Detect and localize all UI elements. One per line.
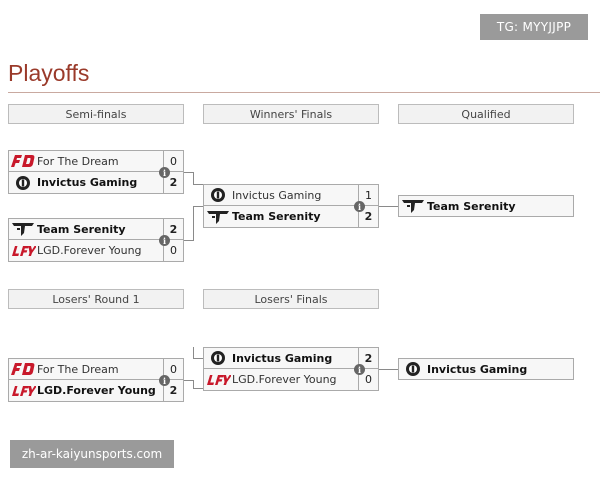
team-name: Invictus Gaming — [427, 362, 528, 376]
team-score: 0 — [358, 369, 378, 390]
team-score: 0 — [163, 359, 183, 379]
team-score: 0 — [163, 151, 183, 171]
match-row-team2[interactable]: Team Serenity 2 — [203, 206, 379, 228]
lgd-logo-icon — [204, 370, 232, 390]
qualified-row[interactable]: Team Serenity — [398, 195, 574, 217]
team-score: 1 — [358, 185, 378, 205]
match-row-team1[interactable]: For The Dream 0 — [8, 358, 184, 380]
match-winners-final[interactable]: Invictus Gaming 1 Team Serenity 2 i — [203, 184, 379, 228]
ts-logo-icon — [204, 207, 232, 227]
team-name: Team Serenity — [232, 210, 321, 223]
lgd-logo-icon — [9, 241, 37, 261]
telegram-watermark: TG: MYYJJPP — [480, 14, 588, 40]
match-losers-round1[interactable]: For The Dream 0 LGD.Forever Young 2 i — [8, 358, 184, 402]
info-icon[interactable]: i — [354, 201, 365, 212]
qualified-lower[interactable]: Invictus Gaming — [398, 358, 574, 380]
bracket-connector — [193, 206, 194, 240]
match-row-team2[interactable]: LGD.Forever Young 0 — [8, 240, 184, 262]
match-losers-final[interactable]: Invictus Gaming 2 LGD.Forever Young 0 i — [203, 347, 379, 391]
bracket-connector — [193, 347, 194, 359]
ig-logo-icon — [204, 348, 232, 368]
site-watermark: zh-ar-kaiyunsports.com — [10, 440, 174, 468]
title-divider — [8, 92, 600, 93]
bracket-connector — [193, 184, 203, 185]
team-name: Invictus Gaming — [232, 188, 322, 202]
team-name: Team Serenity — [427, 199, 516, 213]
match-row-team2[interactable]: LGD.Forever Young 2 — [8, 380, 184, 402]
bracket-connector — [379, 206, 398, 207]
header-losers-round1: Losers' Round 1 — [8, 289, 184, 309]
team-name: Team Serenity — [37, 222, 126, 236]
ftd-logo-icon — [9, 359, 37, 379]
match-row-team2[interactable]: Invictus Gaming 2 — [8, 172, 184, 194]
team-score: 2 — [163, 380, 183, 401]
info-icon[interactable]: i — [159, 235, 170, 246]
info-icon[interactable]: i — [159, 167, 170, 178]
team-score: 2 — [358, 348, 378, 368]
ts-logo-icon — [399, 196, 427, 216]
team-name: LGD.Forever Young — [232, 373, 337, 386]
team-name: LGD.Forever Young — [37, 384, 156, 397]
team-score: 2 — [163, 219, 183, 239]
match-semi-1[interactable]: For The Dream 0 Invictus Gaming 2 i — [8, 150, 184, 194]
header-losers-finals: Losers' Finals — [203, 289, 379, 309]
ts-logo-icon — [9, 219, 37, 239]
bracket-connector — [184, 172, 194, 173]
ig-logo-icon — [9, 173, 37, 193]
match-row-team1[interactable]: For The Dream 0 — [8, 150, 184, 172]
bracket-connector — [184, 240, 194, 241]
team-name: For The Dream — [37, 362, 119, 376]
match-row-team1[interactable]: Invictus Gaming 1 — [203, 184, 379, 206]
info-icon[interactable]: i — [354, 364, 365, 375]
team-name: Invictus Gaming — [232, 351, 333, 365]
team-name: LGD.Forever Young — [37, 244, 142, 257]
info-icon[interactable]: i — [159, 375, 170, 386]
header-semi-finals: Semi-finals — [8, 104, 184, 124]
team-score: 2 — [163, 172, 183, 193]
bracket-connector — [193, 172, 194, 184]
bracket-connector — [193, 358, 203, 359]
header-qualified: Qualified — [398, 104, 574, 124]
team-name: Invictus Gaming — [37, 176, 138, 189]
ig-logo-icon — [204, 185, 232, 205]
bracket-connector — [193, 380, 194, 389]
ig-logo-icon — [399, 359, 427, 379]
lgd-logo-icon — [9, 381, 37, 401]
ftd-logo-icon — [9, 151, 37, 171]
match-row-team1[interactable]: Invictus Gaming 2 — [203, 347, 379, 369]
match-row-team2[interactable]: LGD.Forever Young 0 — [203, 369, 379, 391]
bracket-connector — [193, 388, 203, 389]
team-score: 2 — [358, 206, 378, 227]
team-score: 0 — [163, 240, 183, 261]
page-title: Playoffs — [8, 60, 90, 86]
match-semi-2[interactable]: Team Serenity 2 LGD.Forever Young 0 i — [8, 218, 184, 262]
header-winners-finals: Winners' Finals — [203, 104, 379, 124]
bracket-connector — [184, 380, 194, 381]
bracket-connector — [193, 206, 203, 207]
team-name: For The Dream — [37, 154, 119, 168]
match-row-team1[interactable]: Team Serenity 2 — [8, 218, 184, 240]
qualified-upper[interactable]: Team Serenity — [398, 195, 574, 217]
qualified-row[interactable]: Invictus Gaming — [398, 358, 574, 380]
bracket-connector — [379, 369, 398, 370]
